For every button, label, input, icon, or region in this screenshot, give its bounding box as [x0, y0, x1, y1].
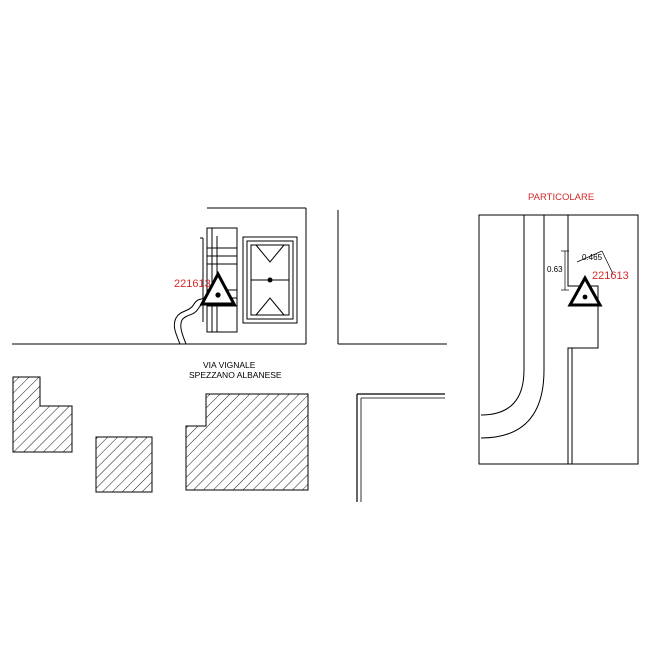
winding-path-inner [180, 302, 207, 345]
detail-marker-code: 221613 [592, 270, 629, 282]
detail-warning-triangle-icon[interactable] [567, 274, 603, 307]
building-large [185, 393, 309, 491]
corner-wall [356, 393, 445, 502]
building-l-shaped [12, 376, 73, 453]
detail-dimensions [561, 250, 614, 291]
building-square [95, 436, 153, 493]
plan-marker-code: 221613 [174, 278, 211, 290]
detail-view [478, 214, 639, 465]
street-name-label: VIA VIGNALE [203, 360, 256, 370]
dimension-right-label: 0.465 [582, 253, 603, 262]
dimension-left-label: 0.63 [547, 265, 563, 274]
winding-path [173, 297, 207, 345]
sports-field-block [242, 236, 298, 324]
road-edges [12, 207, 447, 345]
town-name-label: SPEZZANO ALBANESE [189, 370, 282, 380]
warning-triangle-icon[interactable] [199, 270, 237, 306]
detail-title: PARTICOLARE [528, 192, 594, 203]
site-plan [12, 207, 447, 502]
